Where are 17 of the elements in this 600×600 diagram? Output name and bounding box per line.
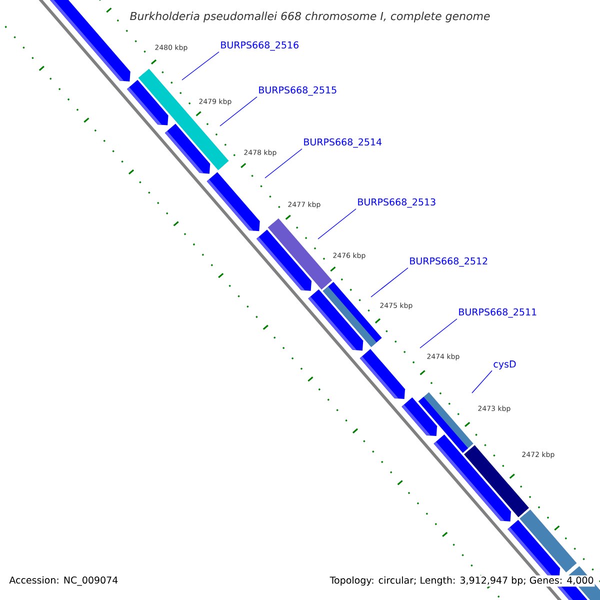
leader-line: [318, 208, 356, 240]
leader-line: [472, 370, 492, 394]
leader-line: [182, 52, 220, 80]
leader-line: [220, 96, 258, 126]
footer-text: Topology: circular; Length: 3,912,947 bp; Genes: 4,000: [328, 575, 595, 587]
gene-label: BURPS668_2516: [221, 41, 298, 51]
leader-line: [370, 268, 408, 298]
gene-label: cysD: [494, 360, 516, 370]
gene-label: BURPS668_2513: [358, 198, 436, 208]
gene-label: BURPS668_2514: [304, 138, 382, 148]
leader-line: [264, 148, 302, 178]
gene-label: BURPS668_2511: [459, 308, 536, 318]
title: Burkholderia pseudomallei 668 chromosome I, complete genome: [128, 10, 492, 24]
leader-line: [420, 318, 458, 348]
gene-label: BURPS668_2512: [410, 257, 488, 267]
footer-text: Accession: NC_009074: [8, 575, 120, 587]
gene-label: BURPS668_2515: [259, 86, 336, 96]
